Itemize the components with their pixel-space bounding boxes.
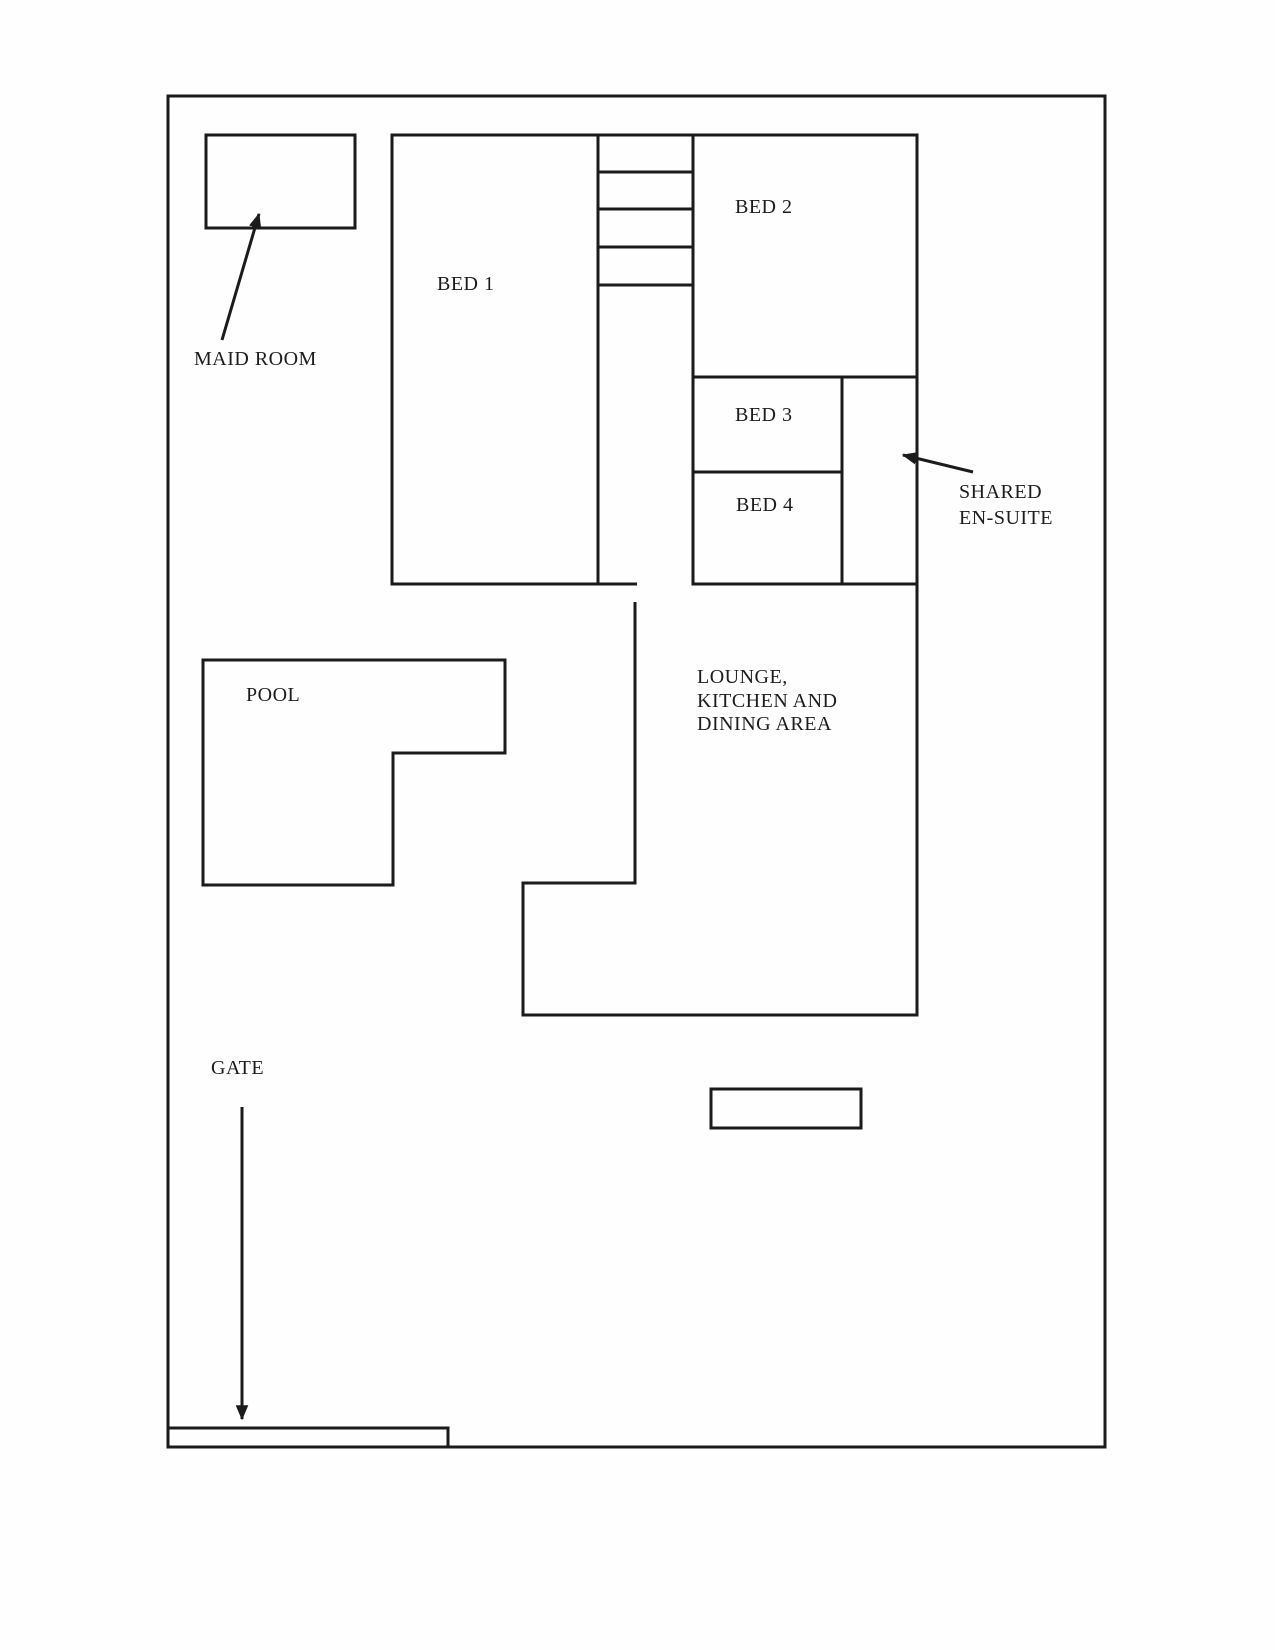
bed1-outline <box>390 133 600 586</box>
shared-ensuite-label-line1: SHARED <box>959 481 1043 503</box>
pool-label: POOL <box>246 684 301 706</box>
lounge-walls <box>521 584 919 1017</box>
ensuite-outline <box>840 375 919 586</box>
maid-room-label: MAID ROOM <box>194 348 317 370</box>
shared-ensuite-label-line2: EN-SUITE <box>959 507 1053 529</box>
bed4-outline <box>691 470 844 586</box>
maid-room-arrow <box>220 212 262 341</box>
ensuite-arrow <box>901 452 974 474</box>
property-boundary <box>166 94 1107 1449</box>
bed4-label: BED 4 <box>736 494 794 516</box>
bed2-label: BED 2 <box>735 196 793 218</box>
staircase-treads <box>598 170 693 287</box>
gate-wall-strip <box>168 1426 450 1447</box>
lounge-label-line3: DINING AREA <box>697 713 832 735</box>
wall-lines <box>166 94 1107 1449</box>
bed2-outline <box>691 133 919 379</box>
gate-label: GATE <box>211 1057 265 1079</box>
lounge-label-line1: LOUNGE, <box>697 666 788 688</box>
patio-rectangle <box>709 1087 863 1130</box>
shared-ensuite-label: SHARED EN-SUITE <box>959 479 1053 531</box>
bed3-label: BED 3 <box>735 404 793 426</box>
bed1-label: BED 1 <box>437 273 495 295</box>
pool-outline <box>201 658 507 887</box>
lounge-label: LOUNGE, KITCHEN AND DINING AREA <box>697 666 838 737</box>
maid-room-outline <box>204 133 357 230</box>
lounge-label-line2: KITCHEN AND <box>697 689 838 712</box>
